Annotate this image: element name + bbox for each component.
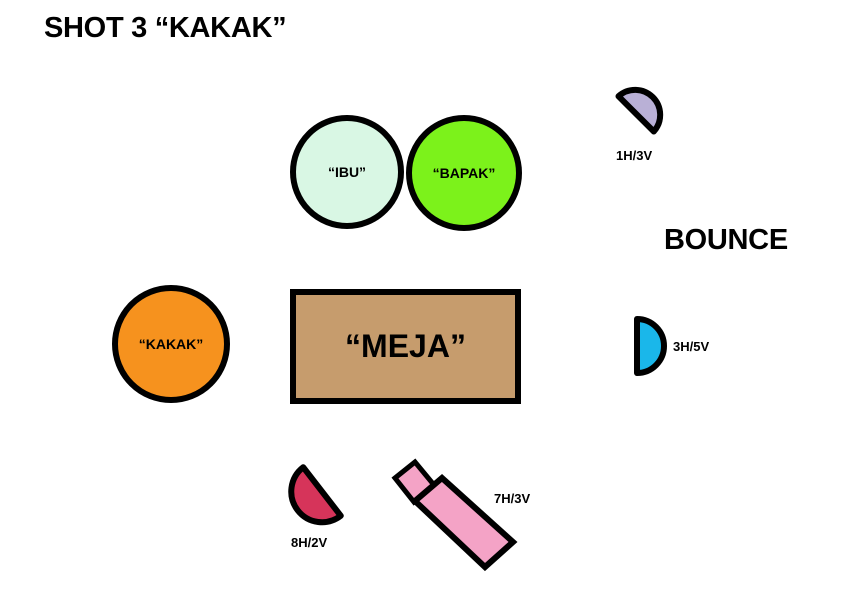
light-1h-icon	[615, 86, 664, 135]
light-3h-label: 3H/5V	[673, 339, 710, 354]
camera-icon	[391, 458, 518, 572]
actor-kakak: “KAKAK”	[112, 285, 230, 403]
light-8h-label: 8H/2V	[291, 535, 328, 550]
table-meja-label: “MEJA”	[345, 328, 466, 364]
shot-title: SHOT 3 “KAKAK”	[44, 12, 287, 44]
actor-kakak-label: “KAKAK”	[138, 336, 204, 352]
actor-bapak-label: “BAPAK”	[432, 165, 496, 181]
bounce-label: BOUNCE	[664, 224, 788, 256]
actor-ibu-label: “IBU”	[327, 164, 367, 180]
light-1h-label: 1H/3V	[616, 148, 653, 163]
table-meja: “MEJA”	[290, 289, 521, 404]
light-8h-icon	[288, 464, 344, 526]
actor-bapak: “BAPAK”	[406, 115, 522, 231]
light-3h-icon	[634, 316, 667, 376]
camera-body	[410, 474, 518, 572]
camera-label: 7H/3V	[494, 491, 531, 506]
actor-ibu: “IBU”	[290, 115, 404, 229]
